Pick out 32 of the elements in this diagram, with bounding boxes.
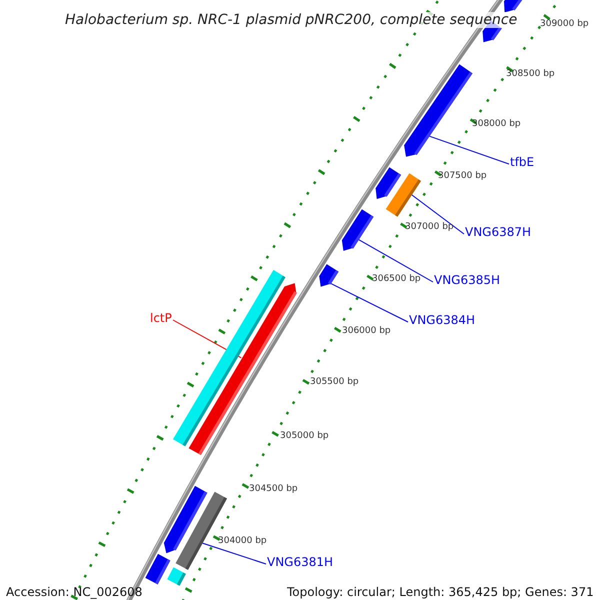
gene-label: VNG6381H: [267, 556, 334, 568]
tick-label: 304000 bp: [218, 537, 267, 546]
tick-label: 304500 bp: [249, 485, 298, 494]
tick-label: 306500 bp: [372, 275, 421, 284]
tick-label: 308500 bp: [506, 70, 555, 79]
gene-bar: [404, 64, 472, 157]
tick-label: 307000 bp: [405, 223, 454, 232]
leader-line: [428, 136, 510, 164]
tick-label: 306000 bp: [342, 327, 391, 336]
leader-line: [411, 194, 464, 234]
gene-label: VNG6385H: [434, 274, 500, 286]
leader-line: [330, 283, 408, 322]
gene-label: VNG6387H: [465, 226, 532, 238]
gene-bar: [164, 486, 208, 554]
tick-label: 305500 bp: [310, 378, 359, 387]
tick-label: 305000 bp: [280, 432, 329, 441]
gene-bar: [376, 167, 402, 199]
gene-label: VNG6384H: [409, 314, 476, 326]
gene-label: tfbE: [510, 156, 534, 168]
gene-bar: [504, 0, 525, 12]
gene-bar: [167, 567, 186, 586]
accession-text: Accession: NC_002608: [6, 586, 142, 598]
leader-line: [202, 542, 266, 564]
gene-label: lctP: [150, 312, 172, 324]
tick-label: 309000 bp: [540, 20, 589, 29]
leader-line: [358, 239, 434, 282]
gene-bar: [342, 209, 374, 251]
topology-text: Topology: circular; Length: 365,425 bp; Genes: 371: [287, 586, 594, 598]
tick-label: 308000 bp: [472, 120, 521, 129]
gene-bar: [145, 554, 170, 584]
gene-bar: [319, 264, 339, 287]
tick-label: 307500 bp: [438, 172, 487, 181]
